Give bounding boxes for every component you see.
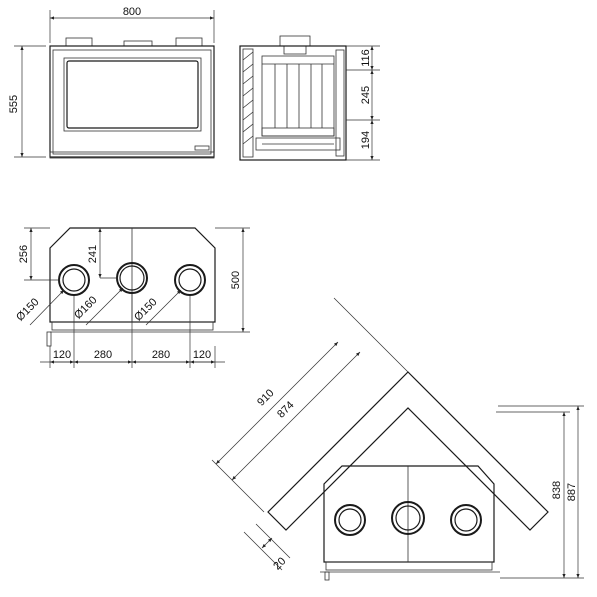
top-view: 256 241 500 Ø150 Ø160 Ø150 120 280 280 1… [14, 227, 250, 368]
dim-910-line [215, 341, 339, 465]
spacing-label-3: 280 [152, 349, 170, 361]
top-depth-256-label: 256 [18, 245, 30, 263]
corner-body-outline [323, 465, 495, 563]
spacing-label-1: 120 [53, 349, 71, 361]
side-body-outline [239, 45, 347, 161]
side-dim-bottom-label: 194 [360, 131, 372, 149]
top-depth-500-label: 500 [230, 271, 242, 289]
dia-left-label: Ø150 [14, 296, 42, 324]
side-dim-mid-label: 245 [360, 86, 372, 104]
front-glass [66, 60, 199, 129]
corner-flue-left [334, 504, 366, 536]
dia-middle-label: Ø160 [72, 294, 100, 322]
dim-887-label: 887 [566, 483, 578, 501]
side-dim-top-label: 116 [360, 49, 372, 67]
corner-view: 910 874 20 838 887 [211, 297, 584, 581]
front-body-outline [49, 45, 215, 158]
corner-walls [267, 371, 549, 531]
corner-flue-right [450, 504, 482, 536]
side-view: 116 245 194 [239, 35, 380, 161]
top-depth-241-label: 241 [87, 245, 99, 263]
flue-right [174, 264, 206, 296]
corner-flue-middle [391, 501, 425, 535]
dim-20-label: 20 [271, 555, 288, 572]
front-view: 800 555 [8, 6, 215, 159]
front-width-label: 800 [123, 6, 141, 18]
dim-874-line [231, 351, 361, 481]
dim-874-label: 874 [275, 399, 296, 420]
dim-910-label: 910 [255, 387, 276, 408]
spacing-label-4: 120 [193, 349, 211, 361]
dia-right-label: Ø150 [132, 296, 160, 324]
dim-838-label: 838 [551, 481, 563, 499]
top-body-outline [49, 227, 216, 323]
spacing-label-2: 280 [94, 349, 112, 361]
front-height-label: 555 [8, 95, 20, 113]
